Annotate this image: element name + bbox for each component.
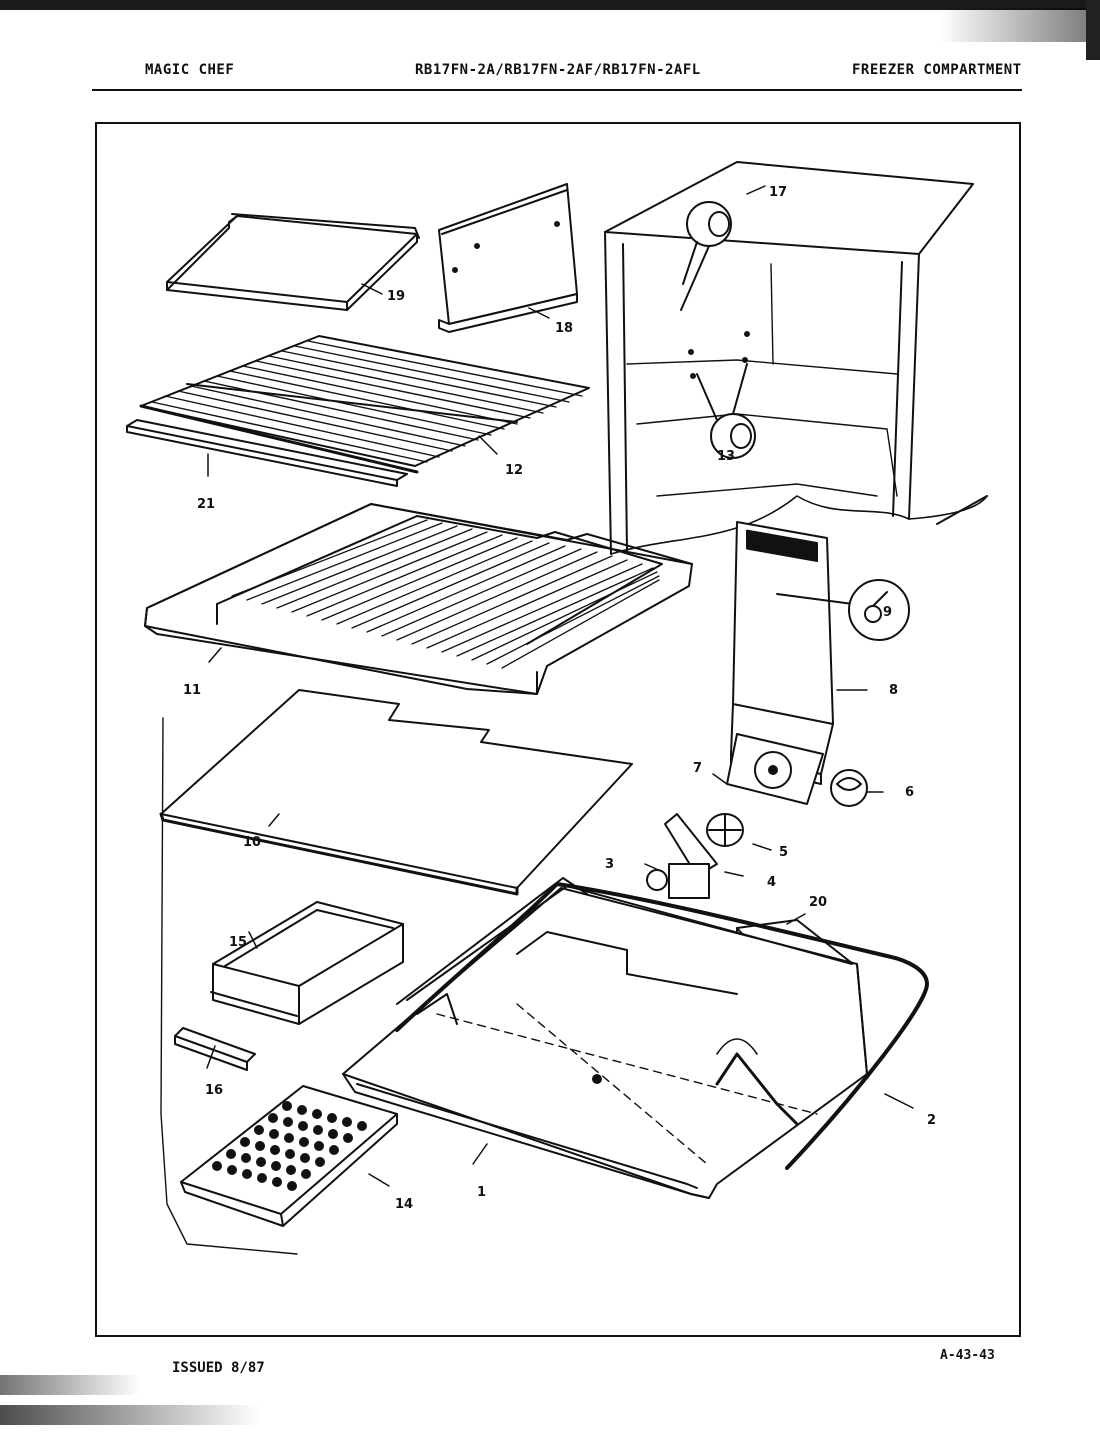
callout-6: 6	[905, 785, 914, 800]
brand-name: MAGIC CHEF	[145, 62, 235, 78]
callout-17: 17	[769, 185, 787, 200]
part-1-liner-base	[342, 877, 868, 1199]
callout-14: 14	[395, 1197, 413, 1212]
part-10-panel	[159, 689, 633, 896]
part-2-trim	[395, 882, 929, 1170]
callout-16: 16	[205, 1083, 223, 1098]
part-4-fan-motor	[646, 813, 718, 899]
part-21-rail	[126, 419, 408, 487]
header-rule	[92, 89, 1022, 91]
part-15-tray	[210, 901, 404, 1025]
callout-1: 1	[477, 1185, 486, 1200]
scan-edge-right	[1086, 0, 1100, 60]
part-16-bar	[174, 1027, 256, 1071]
exploded-parts-diagram: 19 18 12 21 11 10 17 13 9 8 7 6 5 4 3 20…	[126, 161, 988, 1255]
callout-8: 8	[889, 683, 898, 698]
part-7-bracket	[726, 733, 868, 807]
callout-3: 3	[605, 857, 614, 872]
scan-smudge-bottom	[0, 1375, 140, 1395]
section-title: FREEZER COMPARTMENT	[852, 62, 1022, 78]
scan-edge-top	[0, 0, 1100, 10]
callout-5: 5	[779, 845, 788, 860]
callout-12: 12	[505, 463, 523, 478]
diagram-frame	[95, 122, 1021, 1337]
callout-9: 9	[883, 605, 892, 620]
issued-date: ISSUED 8/87	[172, 1360, 265, 1376]
callout-21: 21	[197, 497, 215, 512]
part-14-ice-tray	[180, 1085, 398, 1227]
part-19-shelf	[166, 213, 420, 311]
callout-19: 19	[387, 289, 405, 304]
scan-smudge-top	[940, 8, 1100, 42]
freezer-cabinet	[604, 161, 988, 555]
model-numbers: RB17FN-2A/RB17FN-2AF/RB17FN-2AFL	[415, 62, 701, 78]
callout-2: 2	[927, 1113, 936, 1128]
callout-15: 15	[229, 935, 247, 950]
leader-arrows	[206, 185, 914, 1187]
part-12-wire-shelf	[139, 335, 590, 474]
part-11-freezer-shelf	[144, 503, 693, 695]
callout-7: 7	[693, 761, 702, 776]
callout-13: 13	[717, 449, 735, 464]
callout-11: 11	[183, 683, 201, 698]
callout-labels: 19 18 12 21 11 10 17 13 9 8 7 6 5 4 3 20…	[183, 185, 936, 1212]
callout-4: 4	[767, 875, 776, 890]
page-code: A-43-43	[940, 1348, 995, 1363]
scan-smudge-bottom-2	[0, 1405, 260, 1425]
callout-20: 20	[809, 895, 827, 910]
callout-10: 10	[243, 835, 261, 850]
callout-18: 18	[555, 321, 573, 336]
part-18-divider	[438, 183, 578, 333]
part-5-fan-blade	[706, 813, 744, 847]
